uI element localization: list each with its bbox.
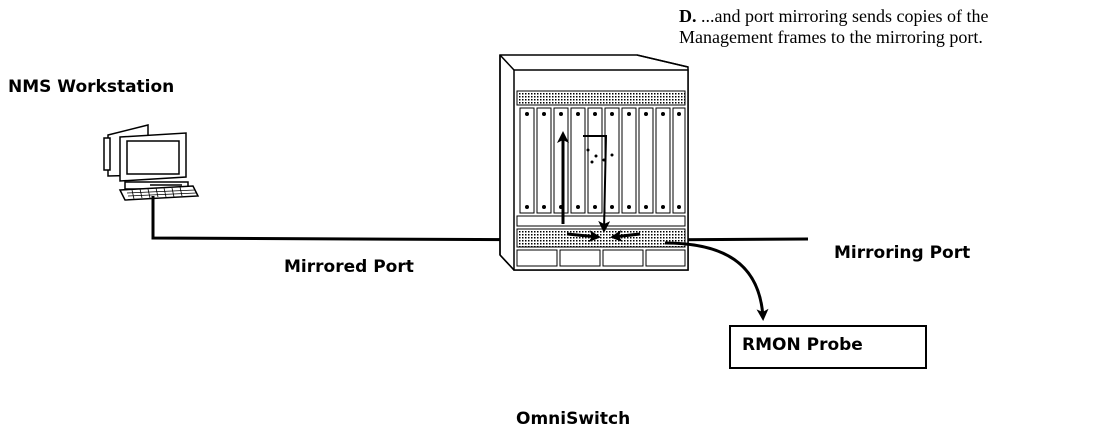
note-line-2: Management frames to the mirroring port. bbox=[679, 27, 983, 47]
omniswitch-chassis bbox=[499, 54, 689, 271]
omniswitch-label: OmniSwitch bbox=[516, 409, 631, 429]
note-line-1: ...and port mirroring sends copies of th… bbox=[696, 6, 989, 26]
mirroring-port-label: Mirroring Port bbox=[834, 243, 971, 263]
step-letter: D. bbox=[679, 6, 697, 26]
frame-path-arrows bbox=[557, 131, 641, 243]
mirrored-port-cable bbox=[151, 196, 583, 242]
rmon-probe-label: RMON Probe bbox=[742, 335, 863, 355]
mirror-copy-arrow bbox=[664, 241, 769, 321]
step-d-note: D. ...and port mirroring sends copies of… bbox=[679, 6, 988, 48]
rmon-probe-box bbox=[729, 325, 927, 369]
workstation-icon bbox=[103, 124, 200, 201]
nms-workstation-label: NMS Workstation bbox=[8, 77, 175, 97]
mirrored-port-label: Mirrored Port bbox=[284, 257, 414, 277]
